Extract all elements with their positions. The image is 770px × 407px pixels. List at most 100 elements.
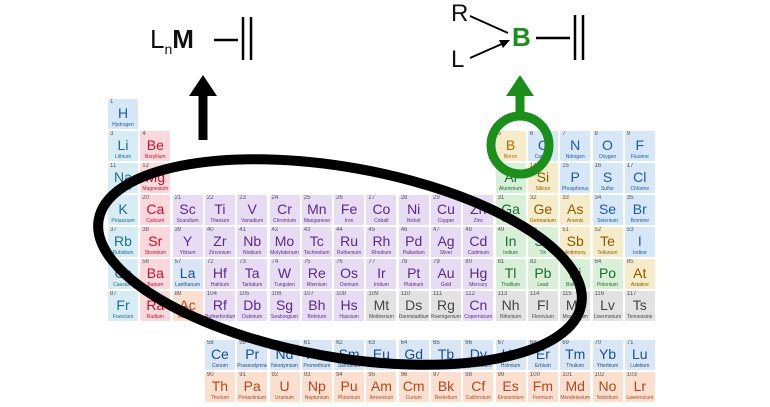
element-name: Berkelium <box>434 395 458 401</box>
element-name: Lawrencium <box>626 395 654 401</box>
element-number: 109 <box>368 291 379 297</box>
element-name: Californium <box>465 395 491 401</box>
element-symbol: V <box>247 201 257 217</box>
element-number: 62 <box>336 340 343 346</box>
element-number: 47 <box>433 227 440 233</box>
element-name: Iron <box>344 218 354 224</box>
element-name: Antimony <box>564 250 586 256</box>
element-symbol: Pu <box>340 378 358 394</box>
element-name: Tungsten <box>274 282 295 288</box>
element-symbol: B <box>505 137 516 153</box>
element-symbol: Am <box>370 378 392 394</box>
element-number: 11 <box>110 163 117 169</box>
element-number: 89 <box>174 291 182 297</box>
element-name: Scandium <box>176 218 199 224</box>
element-number: 43 <box>303 227 311 233</box>
element-symbol: Fe <box>340 201 358 217</box>
element-symbol: Be <box>146 137 164 153</box>
element-symbol: Sr <box>148 233 163 249</box>
element-number: 46 <box>400 227 408 233</box>
element-name: Curium <box>405 395 422 401</box>
element-symbol: Se <box>598 201 617 217</box>
element-symbol: N <box>570 137 581 153</box>
element-name: Flerovium <box>531 314 554 320</box>
element-symbol: Lr <box>633 378 647 394</box>
element-name: Nihonium <box>500 314 522 320</box>
element-name: Tantalum <box>242 282 263 288</box>
element-name: Meitnerium <box>369 314 394 320</box>
element-number: 21 <box>174 195 182 201</box>
element-symbol: Rh <box>372 233 391 249</box>
element-number: 68 <box>529 340 537 346</box>
element-symbol: Ge <box>533 201 553 217</box>
element-number: 23 <box>239 195 246 201</box>
element-name: Gold <box>440 282 452 288</box>
element-number: 25 <box>303 195 311 201</box>
element-number: 96 <box>400 372 408 378</box>
element-symbol: Th <box>211 378 229 394</box>
element-name: Magnesium <box>142 186 169 192</box>
element-symbol: Cl <box>633 169 647 185</box>
element-symbol: S <box>602 169 613 185</box>
element-symbol: Br <box>632 201 647 217</box>
element-name: Beryllium <box>145 154 166 160</box>
element-number: 111 <box>433 291 443 297</box>
element-name: Seaborgium <box>271 314 298 320</box>
element-symbol: Es <box>502 378 519 394</box>
element-number: 95 <box>368 372 376 378</box>
element-symbol: Tl <box>504 265 517 281</box>
element-name: Zinc <box>473 218 484 224</box>
element-name: Arsenic <box>566 218 584 224</box>
element-name: Hassium <box>339 314 359 320</box>
element-symbol: U <box>279 378 290 394</box>
element-number: 20 <box>142 195 149 201</box>
element-number: 82 <box>529 259 537 265</box>
element-symbol: Pa <box>243 378 261 394</box>
element-number: 3 <box>110 131 114 137</box>
element-number: 114 <box>529 291 540 297</box>
element-symbol: Fl <box>537 297 549 313</box>
element-number: 17 <box>626 163 634 169</box>
element-symbol: Y <box>182 233 193 249</box>
element-name: Niobium <box>243 250 262 256</box>
element-number: 58 <box>206 340 214 346</box>
element-symbol: Ts <box>632 297 647 313</box>
element-number: 38 <box>142 227 149 233</box>
element-name: Cadmium <box>467 250 489 256</box>
element-number: 27 <box>368 195 376 201</box>
boron-arrow-head <box>506 75 534 96</box>
r-bond-line <box>469 15 509 34</box>
element-number: 51 <box>562 227 569 233</box>
element-number: 93 <box>303 372 311 378</box>
element-name: Mercury <box>469 282 488 288</box>
element-name: Polonium <box>597 282 618 288</box>
element-symbol: Li <box>117 137 129 153</box>
element-name: Neptunium <box>304 395 329 401</box>
element-symbol: K <box>118 201 128 217</box>
element-number: 40 <box>206 227 214 233</box>
